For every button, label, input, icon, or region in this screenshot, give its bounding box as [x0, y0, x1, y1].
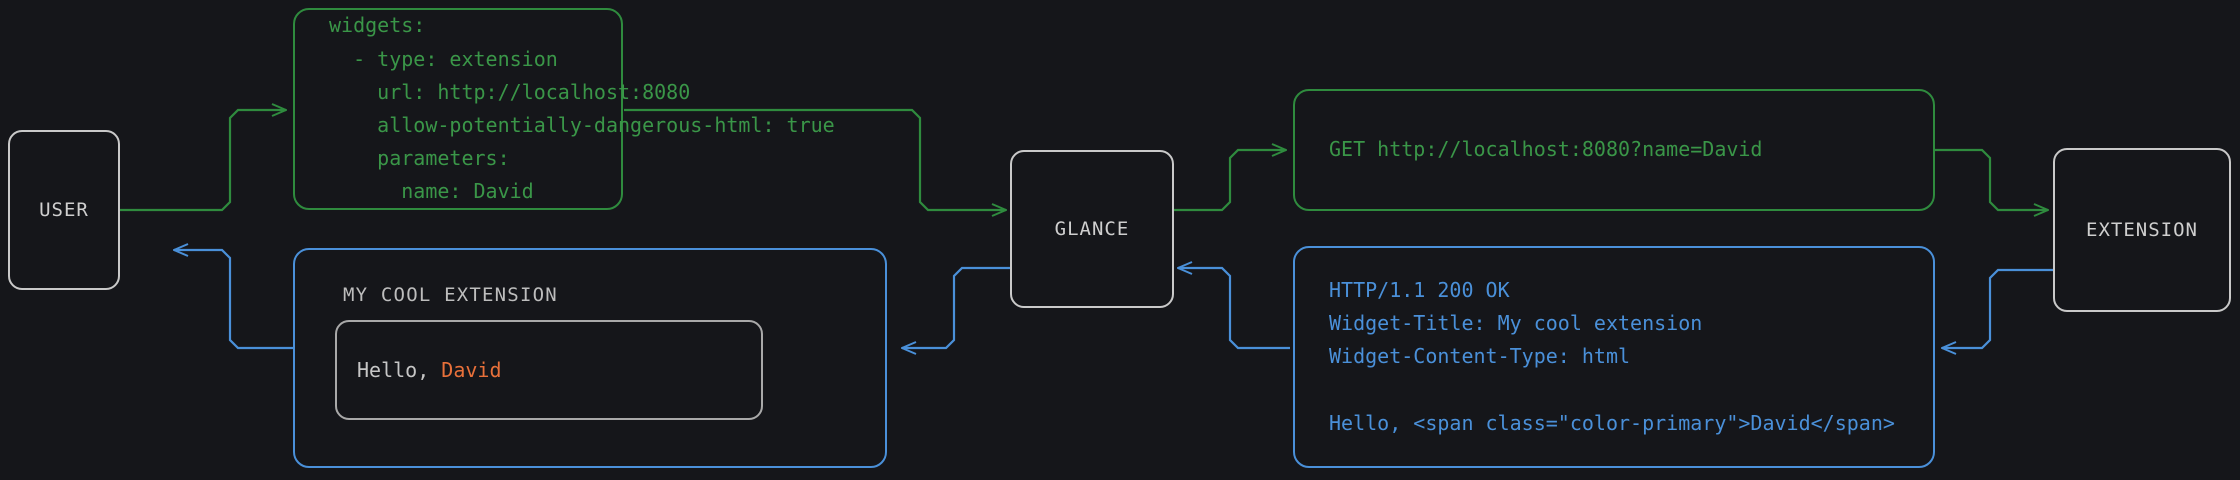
- http-response-text: HTTP/1.1 200 OK Widget-Title: My cool ex…: [1329, 278, 1895, 435]
- http-request-box: GET http://localhost:8080?name=David: [1293, 89, 1935, 211]
- node-user[interactable]: USER: [8, 130, 120, 290]
- edge-request-to-extension: [1934, 148, 2048, 210]
- edge-extension-to-response: [1942, 268, 2053, 348]
- http-response-box: HTTP/1.1 200 OK Widget-Title: My cool ex…: [1293, 246, 1935, 468]
- widget-greeting-prefix: Hello,: [357, 358, 442, 382]
- edge-widget-to-user: [174, 250, 293, 350]
- edge-glance-to-request: [1174, 150, 1286, 212]
- config-yaml-box: widgets: - type: extension url: http://l…: [293, 8, 835, 210]
- node-glance[interactable]: GLANCE: [1010, 150, 1174, 308]
- node-user-label: USER: [39, 199, 89, 221]
- edge-user-to-config: [120, 110, 286, 212]
- widget-greeting-name: David: [441, 358, 502, 382]
- widget-greeting: Hello, David: [337, 358, 502, 382]
- edge-glance-to-widget: [902, 266, 1010, 348]
- config-yaml-text: widgets: - type: extension url: http://l…: [329, 13, 835, 204]
- widget-content-card: Hello, David: [335, 320, 763, 420]
- http-request-text: GET http://localhost:8080?name=David: [1329, 137, 1763, 162]
- edge-response-to-glance: [1178, 268, 1290, 350]
- node-extension[interactable]: EXTENSION: [2053, 148, 2231, 312]
- widget-title: MY COOL EXTENSION: [343, 284, 558, 306]
- node-glance-label: GLANCE: [1054, 218, 1130, 240]
- node-extension-label: EXTENSION: [2086, 219, 2198, 241]
- rendered-widget-box: MY COOL EXTENSION Hello, David: [293, 248, 887, 468]
